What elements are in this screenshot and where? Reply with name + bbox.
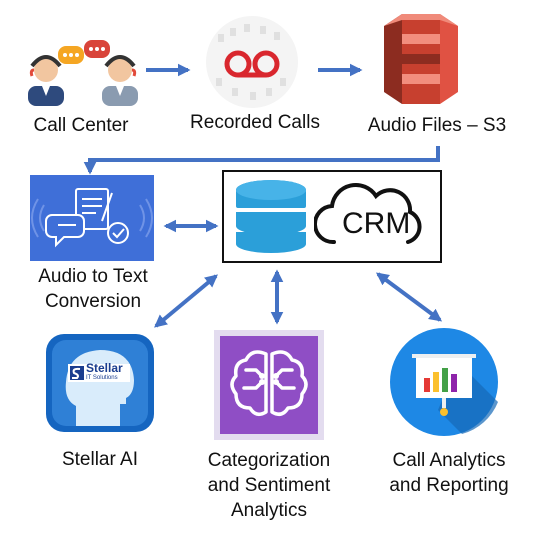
stellar-logo-subtitle: IT Solutions — [86, 375, 118, 381]
recorded-calls-label: Recorded Calls — [190, 112, 320, 133]
presentation-chart-icon — [390, 328, 498, 436]
audio-to-text-label-line1: Audio to Text — [38, 266, 148, 287]
cloud-icon — [314, 182, 422, 245]
stellar-ai-label: Stellar AI — [61, 449, 139, 470]
brain-analytics-icon — [214, 330, 324, 440]
call-analytics-label-line1: Call Analytics — [392, 450, 506, 471]
arrow-s3-to-audiototext — [83, 146, 440, 175]
call-center-icon — [28, 40, 138, 106]
speech-to-text-icon — [30, 175, 154, 261]
audio-to-text-label-line2: Conversion — [44, 291, 142, 312]
arrow-crm-callanalytics — [375, 272, 443, 322]
database-icon — [236, 180, 306, 253]
categorization-label-line2: and Sentiment — [207, 475, 331, 496]
categorization-label-line3: Analytics — [230, 500, 308, 521]
s3-bucket-icon — [384, 14, 458, 104]
crm-label: CRM — [342, 207, 411, 240]
stellar-ai-logo-icon — [46, 334, 154, 432]
audio-files-label: Audio Files – S3 — [367, 115, 507, 136]
call-analytics-label-line2: and Reporting — [389, 475, 509, 496]
categorization-label-line1: Categorization — [207, 450, 331, 471]
call-center-label: Call Center — [33, 115, 129, 136]
arrow-crm-stellar — [154, 274, 218, 328]
voicemail-icon — [206, 16, 298, 108]
stellar-logo-title: Stellar — [86, 361, 123, 375]
